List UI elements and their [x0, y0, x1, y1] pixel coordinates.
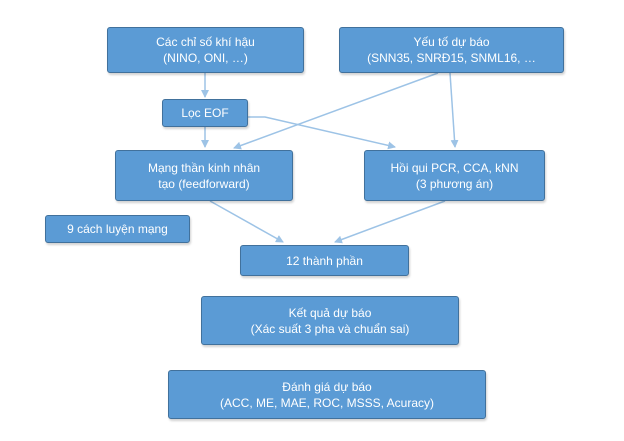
eof-filter-label: Lọc EOF — [181, 106, 229, 120]
arrow-neural-network-to-components — [209, 200, 284, 243]
forecast-evaluation-title: Đánh giá dự báo — [282, 379, 372, 394]
regression-title: Hồi qui PCR, CCA, kNN — [390, 160, 519, 175]
forecast-evaluation-detail: (ACC, ME, MAE, ROC, MSSS, Acuracy) — [219, 395, 435, 410]
training-methods-label: 9 cách luyện mạng — [67, 222, 168, 236]
forecast-evaluation-box: Đánh giá dự báo (ACC, ME, MAE, ROC, MSSS… — [168, 370, 486, 419]
arrow-regression-to-components — [334, 200, 446, 244]
predictors-title: Yếu tố dự báo — [413, 35, 490, 49]
forecast-result-box: Kết quả dự báo (Xác suất 3 pha và chuẩn … — [201, 296, 459, 345]
forecast-result-detail: (Xác suất 3 pha và chuẩn sai) — [250, 321, 410, 336]
neural-network-detail: tạo (feedforward) — [158, 176, 250, 191]
training-methods-box: 9 cách luyện mạng — [45, 215, 190, 243]
eof-filter-box: Lọc EOF — [162, 99, 248, 127]
climate-indices-title: Các chỉ số khí hậu — [156, 35, 255, 49]
arrow-predictors-to-neural-network — [233, 72, 439, 150]
regression-box: Hồi qui PCR, CCA, kNN (3 phương án) — [364, 150, 545, 201]
predictors-detail: (SNN35, SNRĐ15, SNML16, … — [367, 51, 536, 65]
components-label: 12 thành phần — [286, 253, 363, 268]
forecast-result-title: Kết quả dự báo — [288, 305, 372, 320]
components-box: 12 thành phần — [240, 245, 409, 276]
neural-network-box: Mạng thần kinh nhân tạo (feedforward) — [115, 150, 293, 201]
regression-detail: (3 phương án) — [415, 176, 494, 191]
climate-indices-detail: (NINO, ONI, …) — [163, 51, 248, 65]
arrow-predictors-to-regression — [449, 72, 459, 148]
climate-indices-box: Các chỉ số khí hậu (NINO, ONI, …) — [107, 27, 304, 73]
predictors-box: Yếu tố dự báo (SNN35, SNRĐ15, SNML16, … — [339, 27, 564, 73]
neural-network-title: Mạng thần kinh nhân — [147, 160, 261, 175]
arrow-eof-to-regression — [248, 116, 396, 150]
